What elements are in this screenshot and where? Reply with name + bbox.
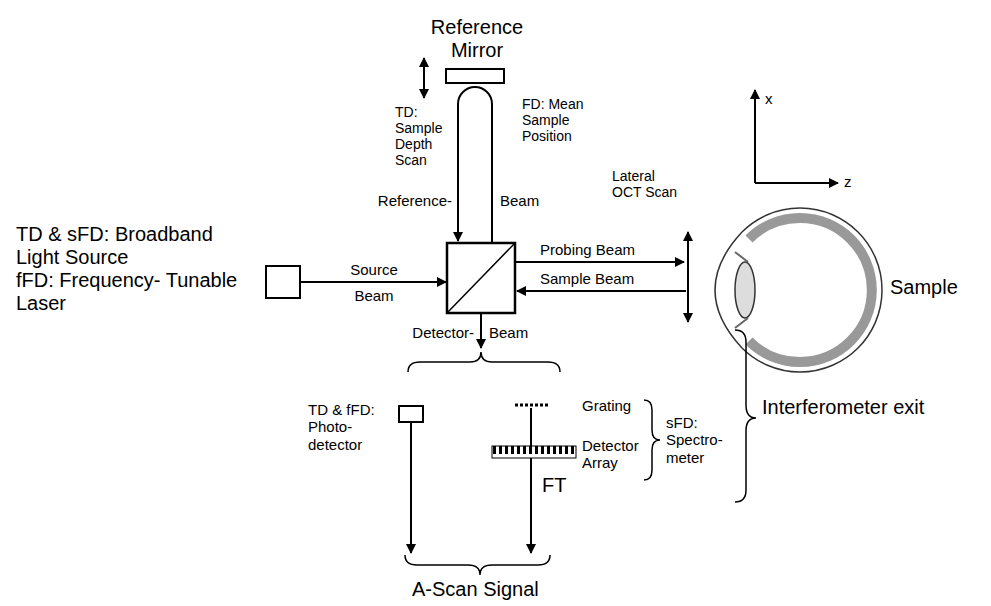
splitter-diagonal <box>447 243 515 313</box>
scan-note: Lateral OCT Scan <box>612 168 680 200</box>
beam-splitter <box>447 243 515 313</box>
brace <box>405 555 550 575</box>
scan-note: TD: Sample Depth Scan <box>395 104 457 168</box>
sample-label: Sample <box>890 276 980 299</box>
brace <box>735 330 756 502</box>
signal-arrow <box>410 423 412 553</box>
brace <box>408 352 560 372</box>
beam-label: Beam <box>342 287 406 304</box>
node-text: TD & sFD: Broadband Light Source <box>16 223 251 269</box>
depth-scan-arrow <box>423 58 425 98</box>
sample-beam <box>517 290 686 292</box>
photodetector: TD & fFD: Photo- detector <box>398 405 424 423</box>
z-axis <box>755 182 838 184</box>
brace <box>644 400 660 480</box>
part-label: sFD: Spectro- meter <box>666 414 732 466</box>
node-caption: TD & sFD: Broadband Light SourcefFD: Fre… <box>16 223 251 315</box>
node-text: fFD: Frequency- Tunable Laser <box>16 269 251 315</box>
eye-retina <box>749 218 872 362</box>
light-source: TD & sFD: Broadband Light SourcefFD: Fre… <box>265 265 301 299</box>
source-beam <box>300 281 446 283</box>
node-text: Reference Mirror <box>407 16 547 62</box>
part-label: Grating <box>582 397 642 414</box>
reference-beam <box>458 87 492 243</box>
beam-label: Detector- <box>386 324 474 341</box>
reference-mirror: Reference Mirror <box>445 68 505 84</box>
beam-label: Beam <box>489 324 539 341</box>
output-label: A-Scan Signal <box>412 578 592 601</box>
axis-label: z <box>844 173 860 190</box>
signal-arrow <box>530 408 532 553</box>
probing-beam <box>515 261 684 263</box>
node-text: TD & fFD: Photo- detector <box>308 401 390 453</box>
eye-sclera <box>742 208 882 372</box>
beam-label: Probing Beam <box>540 241 670 258</box>
node-caption: TD & fFD: Photo- detector <box>308 401 390 453</box>
node-caption: Reference Mirror <box>407 16 547 62</box>
detector-array <box>492 446 576 458</box>
group-label: Interferometer exit <box>762 396 932 419</box>
operation-label: FT <box>542 474 582 497</box>
beam-label: Reference- <box>366 192 452 209</box>
scan-note: FD: Mean Sample Position <box>522 96 594 144</box>
eye-iris <box>735 318 748 328</box>
detector-array-pixels <box>492 446 576 458</box>
axis-label: x <box>765 90 781 107</box>
eye-lens <box>735 262 755 318</box>
beam-label: Beam <box>500 192 550 209</box>
lateral-scan-arrow <box>687 232 689 322</box>
grating <box>515 404 548 407</box>
eye-iris <box>735 252 748 262</box>
detector-beam <box>480 313 482 348</box>
beam-label: Sample Beam <box>540 270 670 287</box>
beam-label: Source <box>342 261 406 278</box>
part-label: Detector Array <box>582 437 642 472</box>
x-axis <box>754 90 756 183</box>
